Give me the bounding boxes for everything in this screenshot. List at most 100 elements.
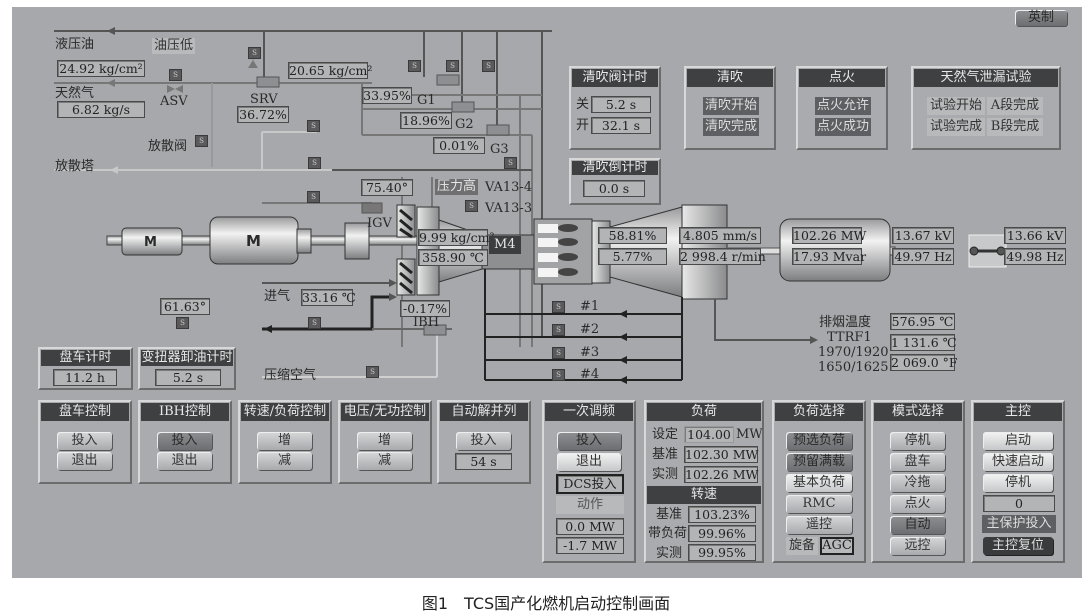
panel-title: 电压/无功控制 xyxy=(341,403,429,421)
hydraulic-pressure-value: 24.92 kg/cm² xyxy=(57,60,145,77)
igv-label: IGV xyxy=(367,216,392,231)
voltage-increase-button[interactable]: 增 xyxy=(357,432,412,450)
master-counter-value: 0 xyxy=(983,495,1055,512)
preselect-load-button[interactable]: 预选负荷 xyxy=(786,432,852,450)
hydraulic-oil-label: 液压油 xyxy=(55,37,95,52)
g3-solenoid-icon[interactable]: S xyxy=(482,60,495,72)
purge-done-status: 清吹完成 xyxy=(703,118,759,136)
panel-title: 自动解并列 xyxy=(440,403,528,421)
auto-sync-panel: 自动解并列 投入 54 s xyxy=(437,400,531,484)
air-solenoid-icon[interactable]: S xyxy=(366,366,379,378)
turning-on-button[interactable]: 投入 xyxy=(57,432,112,450)
english-units-button[interactable]: 英制 xyxy=(1015,10,1067,26)
dcs-enabled-status: DCS投入 xyxy=(556,474,624,494)
primary-freq-off-button[interactable]: 退出 xyxy=(557,453,621,471)
auto-sync-on-button[interactable]: 投入 xyxy=(456,432,511,450)
mode-ignite-button[interactable]: 点火 xyxy=(890,495,945,513)
base-load-button[interactable]: 基本负荷 xyxy=(786,474,852,492)
rmc-button[interactable]: RMC xyxy=(786,495,852,513)
bleed2-solenoid-icon[interactable]: S xyxy=(308,317,321,329)
master-reset-button[interactable]: 主控复位 xyxy=(983,537,1053,555)
load-measured-label: 实测 xyxy=(652,467,679,482)
grid-frequency-value: 49.98 Hz xyxy=(1004,248,1066,265)
mode-remote-button[interactable]: 远控 xyxy=(890,537,945,555)
fast-start-button[interactable]: 快速启动 xyxy=(983,453,1053,471)
mode-crank-button[interactable]: 冷拖 xyxy=(890,474,945,492)
srv-solenoid-icon[interactable]: S xyxy=(248,47,261,59)
vent2-solenoid-icon[interactable]: S xyxy=(307,120,320,132)
load-panel: 负荷 设定 104.00 MW 基准 102.30 MW 实测 102.26 M… xyxy=(644,400,764,563)
g1-solenoid-icon[interactable]: S xyxy=(408,60,421,72)
panel-title: 模式选择 xyxy=(874,403,962,421)
reserve-full-load-button[interactable]: 预留满载 xyxy=(786,453,852,471)
speed-increase-button[interactable]: 增 xyxy=(257,432,312,450)
load-set-unit: MW xyxy=(736,427,763,442)
gen-voltage-value: 13.67 kV xyxy=(892,227,954,244)
panel-title: 盘车控制 xyxy=(41,403,129,421)
exhaust-temp-value: 576.95 ℃ xyxy=(890,313,955,330)
bleed-3-solenoid-icon[interactable]: S xyxy=(552,347,565,359)
torque-timer-panel: 变扭器卸油计时 5.2 s xyxy=(138,347,236,390)
open-label: 开 xyxy=(576,118,590,133)
gen-frequency-value: 49.97 Hz xyxy=(892,248,954,265)
mode-auto-button[interactable]: 自动 xyxy=(890,516,945,534)
ibh-off-button[interactable]: 退出 xyxy=(157,452,212,470)
mode-stop-button[interactable]: 停机 xyxy=(890,432,945,450)
turning-off-button[interactable]: 退出 xyxy=(57,452,112,470)
ignition-permit-status: 点火允许 xyxy=(815,97,871,115)
speed-load-value: 99.96% xyxy=(688,525,756,542)
voltage-control-panel: 电压/无功控制 增 减 xyxy=(338,400,432,484)
bleed-solenoid-icon[interactable]: S xyxy=(176,317,189,329)
purge-panel: 清吹 清吹开始 清吹完成 xyxy=(684,66,776,150)
remote-control-button[interactable]: 遥控 xyxy=(786,516,852,534)
load-base-label: 基准 xyxy=(652,447,679,462)
pressure-high-alarm: 压力高 xyxy=(435,179,479,195)
speed-base-value: 103.23% xyxy=(688,506,756,523)
vent-solenoid-icon[interactable]: S xyxy=(195,135,208,147)
voltage-decrease-button[interactable]: 减 xyxy=(357,452,412,470)
va13-4-solenoid-icon[interactable]: S xyxy=(504,157,517,169)
active-power-value: 102.26 MW xyxy=(792,227,867,244)
bleed-3-label: #3 xyxy=(580,345,600,360)
agc-status[interactable]: AGC xyxy=(820,537,854,555)
a-section-done-status: A段完成 xyxy=(987,97,1043,115)
natural-gas-label: 天然气 xyxy=(55,86,95,101)
primary-freq-value-1: 0.0 MW xyxy=(556,518,624,535)
igv-angle-value: 75.40° xyxy=(361,179,413,196)
ibh-position-value: -0.17% xyxy=(400,300,450,317)
g2-solenoid-icon[interactable]: S xyxy=(446,60,459,72)
speed-decrease-button[interactable]: 减 xyxy=(257,452,312,470)
panel-title: 点火 xyxy=(799,69,885,87)
mode-turning-button[interactable]: 盘车 xyxy=(890,453,945,471)
primary-freq-value-2: -1.7 MW xyxy=(556,537,624,554)
exhaust-label-4: 1650/1625 xyxy=(818,360,889,375)
purge-countdown-panel: 清吹倒计时 0.0 s xyxy=(569,158,661,205)
panel-title: 转速/负荷控制 xyxy=(241,403,329,421)
g2-position-value: 18.96% xyxy=(400,112,452,129)
b-section-done-status: B段完成 xyxy=(987,118,1043,136)
bleed-4-solenoid-icon[interactable]: S xyxy=(552,369,565,381)
start-button[interactable]: 启动 xyxy=(983,432,1053,450)
stop-button[interactable]: 停机 xyxy=(983,474,1053,492)
load-select-panel: 负荷选择 预选负荷 预留满载 基本负荷 RMC 遥控 旋备 AGC xyxy=(772,400,866,563)
speed-value: 2 998.4 r/min xyxy=(679,248,766,265)
igv-solenoid-icon[interactable]: S xyxy=(307,191,320,203)
turning-control-panel: 盘车控制 投入 退出 xyxy=(38,400,132,484)
g3-label: G3 xyxy=(490,142,509,157)
ibh-control-panel: IBH控制 投入 退出 xyxy=(138,400,232,484)
panel-title: 变扭器卸油计时 xyxy=(141,350,233,366)
ibh-on-button[interactable]: 投入 xyxy=(157,432,212,450)
asv-solenoid-icon[interactable]: S xyxy=(169,69,182,81)
purge-start-status: 清吹开始 xyxy=(703,97,759,115)
bleed-2-solenoid-icon[interactable]: S xyxy=(552,324,565,336)
primary-freq-on-button[interactable]: 投入 xyxy=(557,432,621,450)
turbine-value-2: 5.77% xyxy=(598,248,667,265)
close-label: 关 xyxy=(576,97,590,112)
va13-3-solenoid-icon[interactable]: S xyxy=(465,200,478,212)
g1-position-value: 33.95% xyxy=(362,87,412,104)
vent3-solenoid-icon[interactable]: S xyxy=(308,157,321,169)
bleed-1-solenoid-icon[interactable]: S xyxy=(552,301,565,313)
load-setpoint-input[interactable]: 104.00 xyxy=(684,426,734,443)
speed-load-control-panel: 转速/负荷控制 增 减 xyxy=(238,400,332,484)
speed-subtitle: 转速 xyxy=(647,486,761,504)
